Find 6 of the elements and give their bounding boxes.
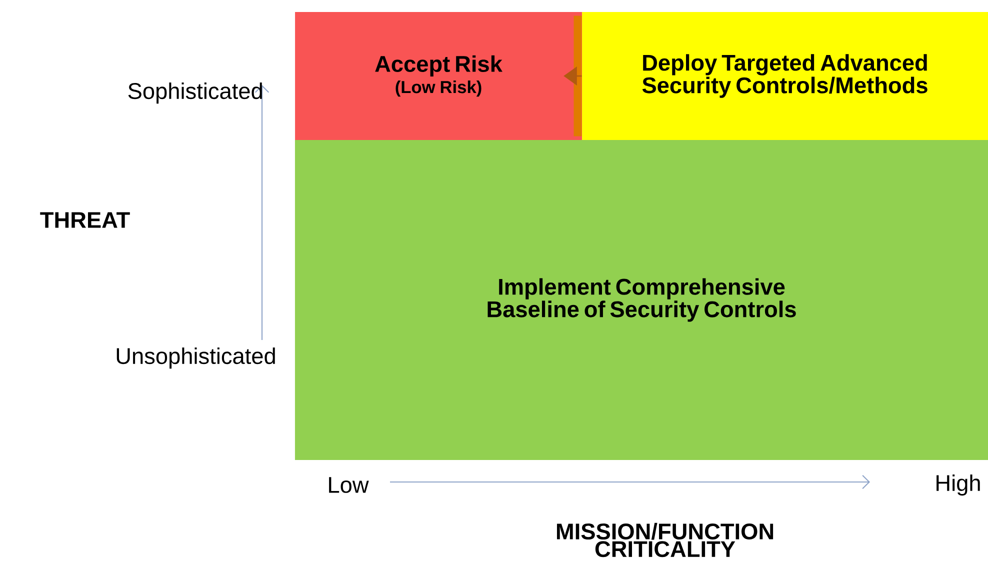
axis-label: Sophisticated	[128, 82, 262, 104]
axis-label: MISSION/FUNCTION CRITICALITY	[556, 522, 774, 558]
axis-label: THREAT	[40, 212, 130, 228]
quadrant-box: Accept Risk (Low Risk)	[295, 12, 582, 140]
quadrant-box: Implement Comprehensive Baseline of Security Controls	[294, 140, 988, 460]
quadrant-box: Deploy Targeted Advanced Security Controls/Methods	[582, 12, 988, 140]
